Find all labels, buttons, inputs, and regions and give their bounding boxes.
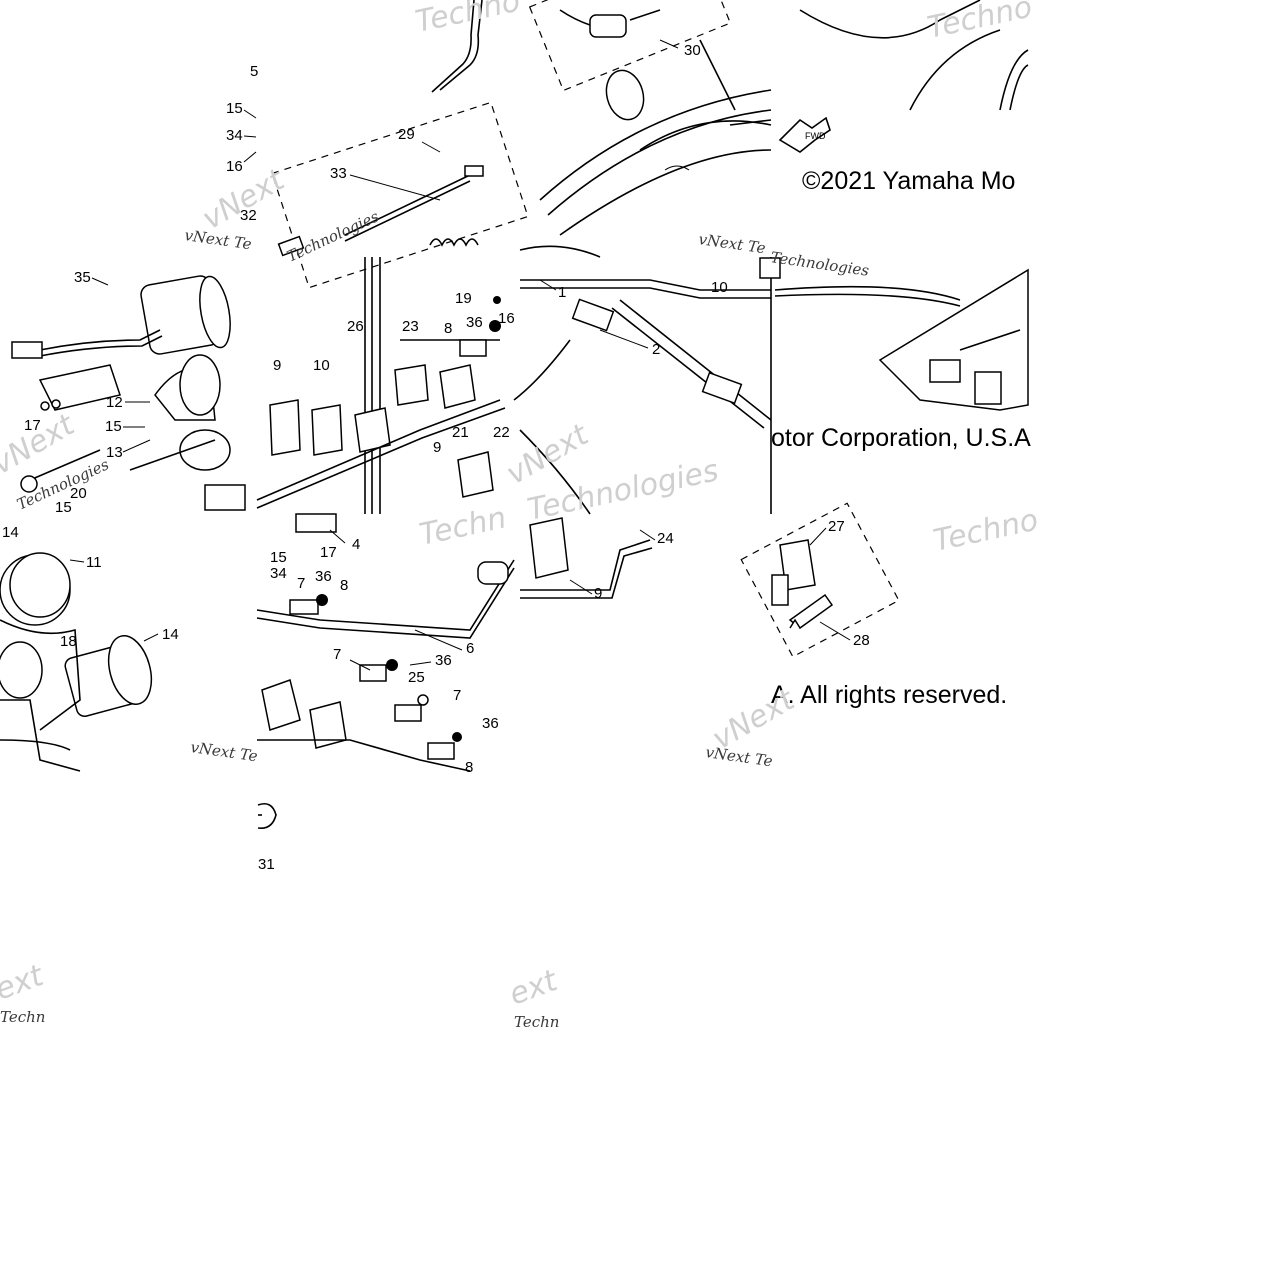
- callout-17: 17: [24, 417, 41, 434]
- callout-12: 12: [106, 394, 123, 411]
- callout-20: 20: [70, 485, 87, 502]
- callout-36-c: 36: [435, 652, 452, 669]
- callout-36: 36: [466, 314, 483, 331]
- watermark-next-4: vNext: [707, 682, 802, 757]
- callout-28: 28: [853, 632, 870, 649]
- callout-9: 9: [273, 357, 281, 374]
- callout-16: 16: [226, 158, 243, 175]
- callout-8-b: 8: [340, 577, 348, 594]
- callout-9-c: 9: [594, 585, 602, 602]
- callout-34-b: 34: [270, 565, 287, 582]
- callout-15: 15: [226, 100, 243, 117]
- watermark-ext-1: ext: [0, 958, 49, 1008]
- tile-middle-right: [774, 268, 1029, 411]
- callout-6: 6: [466, 640, 474, 657]
- callout-15-d: 15: [270, 549, 287, 566]
- watermark-technologies-2: Technologies: [769, 248, 870, 280]
- callout-32: 32: [240, 207, 257, 224]
- callout-7-c: 7: [453, 687, 461, 704]
- callout-4: 4: [352, 536, 360, 553]
- callout-30: 30: [684, 42, 701, 59]
- callout-8: 8: [444, 320, 452, 337]
- callout-22: 22: [493, 424, 510, 441]
- callout-21: 21: [452, 424, 469, 441]
- tile-top-center-left: [271, 0, 529, 289]
- watermark-techn-2: Techn: [514, 1013, 559, 1031]
- fwd-arrow-label: FWD: [805, 131, 826, 141]
- callout-33: 33: [330, 165, 347, 182]
- callout-11: 11: [86, 554, 102, 571]
- callout-36-b: 36: [315, 568, 332, 585]
- watermark-vnext-3: vNext Te: [189, 738, 258, 765]
- copyright-fragment-2: otor Corporation, U.S.A: [771, 424, 1031, 452]
- tile-bottom-left: [0, 552, 153, 772]
- copyright-fragment-3: A. All rights reserved.: [771, 681, 1007, 709]
- callout-25: 25: [408, 669, 425, 686]
- copyright-fragment-1: ©2021 Yamaha Mo: [802, 167, 1015, 195]
- tile-bottom-center-right: [520, 517, 653, 599]
- watermark-ext-2: ext: [505, 963, 563, 1013]
- callout-14: 14: [2, 524, 19, 541]
- watermark-vnext-2: vNext Te: [697, 230, 766, 257]
- callout-29: 29: [398, 126, 415, 143]
- callout-1: 1: [558, 284, 566, 301]
- tile-middle-center-right: [513, 257, 781, 515]
- watermark-brand-4: Techno: [930, 503, 1041, 559]
- tile-top-center-right: [519, 0, 772, 258]
- tile-bottom-center-left: [256, 513, 515, 772]
- callout-23: 23: [402, 318, 419, 335]
- callout-9-b: 9: [433, 439, 441, 456]
- watermarks: Techno Techno Techn Techno vNext Te vNex…: [0, 0, 1041, 1031]
- callout-5: 5: [250, 63, 258, 80]
- callout-7-b: 7: [333, 646, 341, 663]
- callout-8-c: 8: [465, 759, 473, 776]
- watermark-brand-3: Techn: [416, 500, 509, 552]
- callout-leaders: [69, 39, 851, 671]
- callout-35: 35: [74, 269, 91, 286]
- watermark-brand-1: Techno: [412, 0, 523, 40]
- callout-18: 18: [60, 633, 77, 650]
- callout-34: 34: [226, 127, 243, 144]
- callout-7: 7: [297, 575, 305, 592]
- callout-10: 10: [313, 357, 330, 374]
- callout-10-b: 10: [711, 279, 728, 296]
- watermark-techn-1: Techn: [0, 1008, 45, 1026]
- callout-labels: 5 15 34 16 32 29 33 30 19 1 16 35 26 23 …: [2, 42, 870, 873]
- tile-bottom-right: [740, 502, 900, 658]
- callout-26: 26: [347, 318, 364, 335]
- callout-27: 27: [828, 518, 845, 535]
- tile-lower-left-extra: [257, 802, 277, 830]
- callout-31: 31: [258, 856, 275, 873]
- callout-13: 13: [106, 444, 123, 461]
- callout-15-c: 15: [55, 499, 72, 516]
- callout-14-b: 14: [162, 626, 179, 643]
- callout-36-d: 36: [482, 715, 499, 732]
- tile-top-right: FWD: [778, 0, 1029, 153]
- watermark-next-3: vNext: [197, 162, 292, 237]
- callout-24: 24: [657, 530, 674, 547]
- tile-middle-center-left: [256, 257, 506, 514]
- callout-17-b: 17: [320, 544, 337, 561]
- callout-16-b: 16: [498, 310, 515, 327]
- tile-middle-left: [11, 275, 246, 511]
- callout-15-b: 15: [105, 418, 122, 435]
- callout-19: 19: [455, 290, 472, 307]
- callout-2: 2: [652, 341, 660, 358]
